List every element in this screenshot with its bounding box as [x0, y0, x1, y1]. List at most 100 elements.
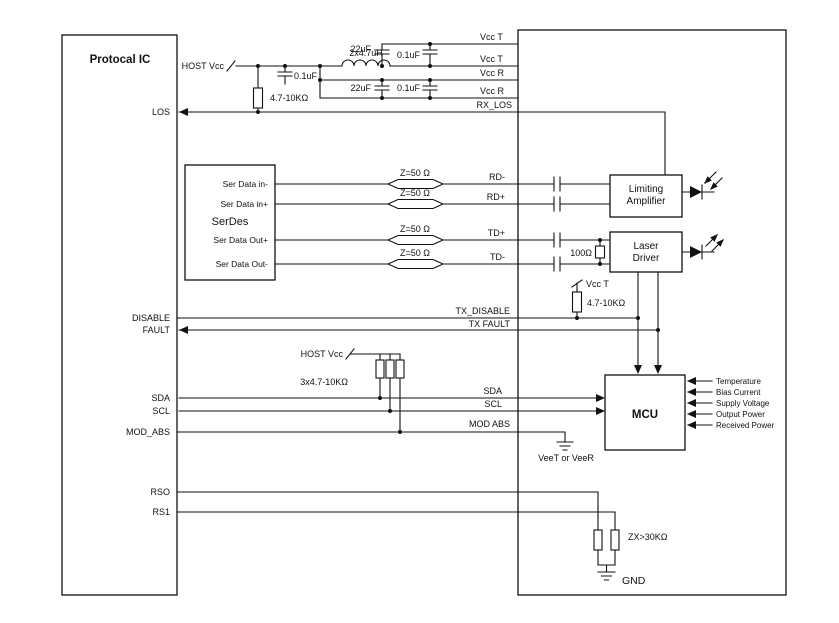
termination-label-100ohm: 100Ω — [570, 248, 592, 258]
monitor-label-supply-voltage: Supply Voltage — [716, 399, 770, 408]
protocol-ic-title: Protocal IC — [90, 54, 151, 66]
serdes-title: SerDes — [212, 216, 249, 228]
rx-los-label: RX_LOS — [476, 100, 512, 110]
wire-group — [176, 43, 715, 573]
vee-ground-label: VeeT or VeeR — [538, 453, 594, 463]
arrow-txfault-into-mcu — [654, 365, 662, 374]
rail-label-vccr-1: Vcc R — [480, 68, 505, 78]
pin-label-mod-abs: MOD_ABS — [126, 427, 170, 437]
pin-label-sda: SDA — [151, 393, 170, 403]
pin-label-rs0: RSO — [150, 487, 170, 497]
net-label-scl: SCL — [484, 399, 502, 409]
limiting-amplifier-box — [609, 174, 683, 218]
pin-label-disable: DISABLE — [132, 313, 170, 323]
capacitor-22uf-top-symbol — [374, 43, 390, 67]
wire-rs1 — [176, 511, 616, 566]
arrow-txdisable-into-mcu — [634, 365, 642, 374]
coupling-capacitor-td-minus — [553, 256, 561, 272]
protocol-ic-box — [61, 34, 178, 596]
cap-label-22uf-top: 22uF — [350, 44, 371, 54]
serdes-pin-out-plus: Ser Data Out+ — [213, 235, 268, 245]
los-pullup-resistor-symbol — [252, 65, 264, 113]
serdes-pin-in-plus: Ser Data in+ — [221, 199, 269, 209]
cap-label-01uf-mid: 0.1uF — [294, 71, 318, 81]
power-tap-slash-host — [226, 60, 236, 72]
mcu-box — [604, 374, 686, 451]
cap-label-01uf-bot: 0.1uF — [397, 83, 421, 93]
termination-resistor-100ohm-symbol — [594, 239, 606, 265]
wire-mcu-monitor-lines — [687, 380, 713, 426]
tline-label-4: Z=50 Ω — [400, 248, 430, 258]
net-label-sda: SDA — [483, 386, 502, 396]
junction-dots — [256, 42, 660, 434]
rail-label-vcct-1: Vcc T — [480, 32, 503, 42]
arrow-sda-into-mcu — [596, 394, 605, 402]
laser-diode-symbol — [690, 234, 724, 260]
rate-select-resistor-label: ZX>30KΩ — [628, 532, 668, 542]
host-vcc-label-i2c: HOST Vcc — [301, 349, 344, 359]
tline-label-3: Z=50 Ω — [400, 224, 430, 234]
capacitor-01uf-top-symbol — [422, 43, 438, 67]
cap-label-22uf-bot: 22uF — [350, 83, 371, 93]
laser-driver-box — [609, 231, 683, 273]
monitor-label-bias-current: Bias Current — [716, 388, 761, 397]
monitor-label-temperature: Temperature — [716, 377, 761, 386]
net-label-rd-plus: RD+ — [487, 192, 505, 202]
cap-label-01uf-top: 0.1uF — [397, 50, 421, 60]
wire-rs0 — [176, 491, 599, 566]
rail-label-vccr-2: Vcc R — [480, 86, 505, 96]
wire-mod-abs — [176, 431, 566, 443]
tline-label-2: Z=50 Ω — [400, 188, 430, 198]
net-label-td-minus: TD- — [490, 252, 505, 262]
net-label-tx-fault: TX FAULT — [469, 319, 511, 329]
gnd-ground-symbol — [597, 571, 616, 581]
coupling-capacitor-td-plus — [553, 232, 561, 248]
pin-label-rs1: RS1 — [152, 507, 170, 517]
pin-label-fault: FAULT — [143, 325, 171, 335]
net-label-tx-disable: TX_DISABLE — [455, 306, 510, 316]
i2c-pullup-resistors-symbol — [345, 348, 405, 433]
monitor-label-received-power: Received Power — [716, 421, 775, 430]
arrows-monitors-into-mcu — [687, 377, 696, 429]
txdisable-pullup-vcc-label: Vcc T — [586, 279, 609, 289]
wire-laserdriver-to-mcu — [637, 271, 659, 371]
txdisable-pullup-resistor-symbol — [571, 279, 583, 319]
coupling-capacitor-rd-plus — [553, 196, 561, 212]
photodiode-symbol — [690, 171, 723, 200]
serdes-pin-in-minus: Ser Data in- — [223, 179, 269, 189]
serdes-pin-out-minus: Ser Data Out- — [216, 259, 269, 269]
arrow-scl-into-mcu — [596, 407, 605, 415]
laser-driver-label-1: Laser — [633, 241, 659, 252]
wire-rs-ground-join — [597, 564, 616, 573]
transmission-line-symbol-3 — [386, 234, 445, 246]
net-label-mod-abs: MOD ABS — [469, 419, 510, 429]
inductor-symbol — [341, 59, 391, 67]
transmission-line-symbol-4 — [386, 258, 445, 270]
txdisable-pullup-value-label: 4.7-10KΩ — [587, 298, 626, 308]
module-boundary-box — [517, 29, 787, 596]
capacitor-01uf-bot-symbol — [422, 79, 438, 99]
power-tap-slash-i2c — [345, 348, 355, 360]
gnd-label: GND — [622, 575, 646, 587]
inductor-label: 2x4.7uH — [349, 48, 383, 58]
serdes-box — [184, 164, 276, 281]
mcu-title: MCU — [632, 409, 658, 421]
net-label-td-plus: TD+ — [488, 228, 505, 238]
host-vcc-label-top: HOST Vcc — [182, 61, 225, 71]
arrow-los-into-ic — [179, 108, 188, 116]
pin-label-scl: SCL — [152, 406, 170, 416]
limiting-amp-label-1: Limiting — [629, 184, 663, 195]
rate-select-resistors-symbol — [593, 529, 620, 551]
net-label-rd-minus: RD- — [489, 172, 505, 182]
pin-label-los: LOS — [152, 107, 170, 117]
tline-label-1: Z=50 Ω — [400, 168, 430, 178]
monitor-label-output-power: Output Power — [716, 410, 765, 419]
laser-driver-label-2: Driver — [633, 253, 660, 264]
wire-los-net — [178, 111, 666, 176]
los-pullup-label: 4.7-10KΩ — [270, 93, 309, 103]
vee-ground-symbol — [556, 441, 574, 451]
rail-label-vcct-2: Vcc T — [480, 54, 503, 64]
limiting-amp-label-2: Amplifier — [627, 196, 667, 207]
